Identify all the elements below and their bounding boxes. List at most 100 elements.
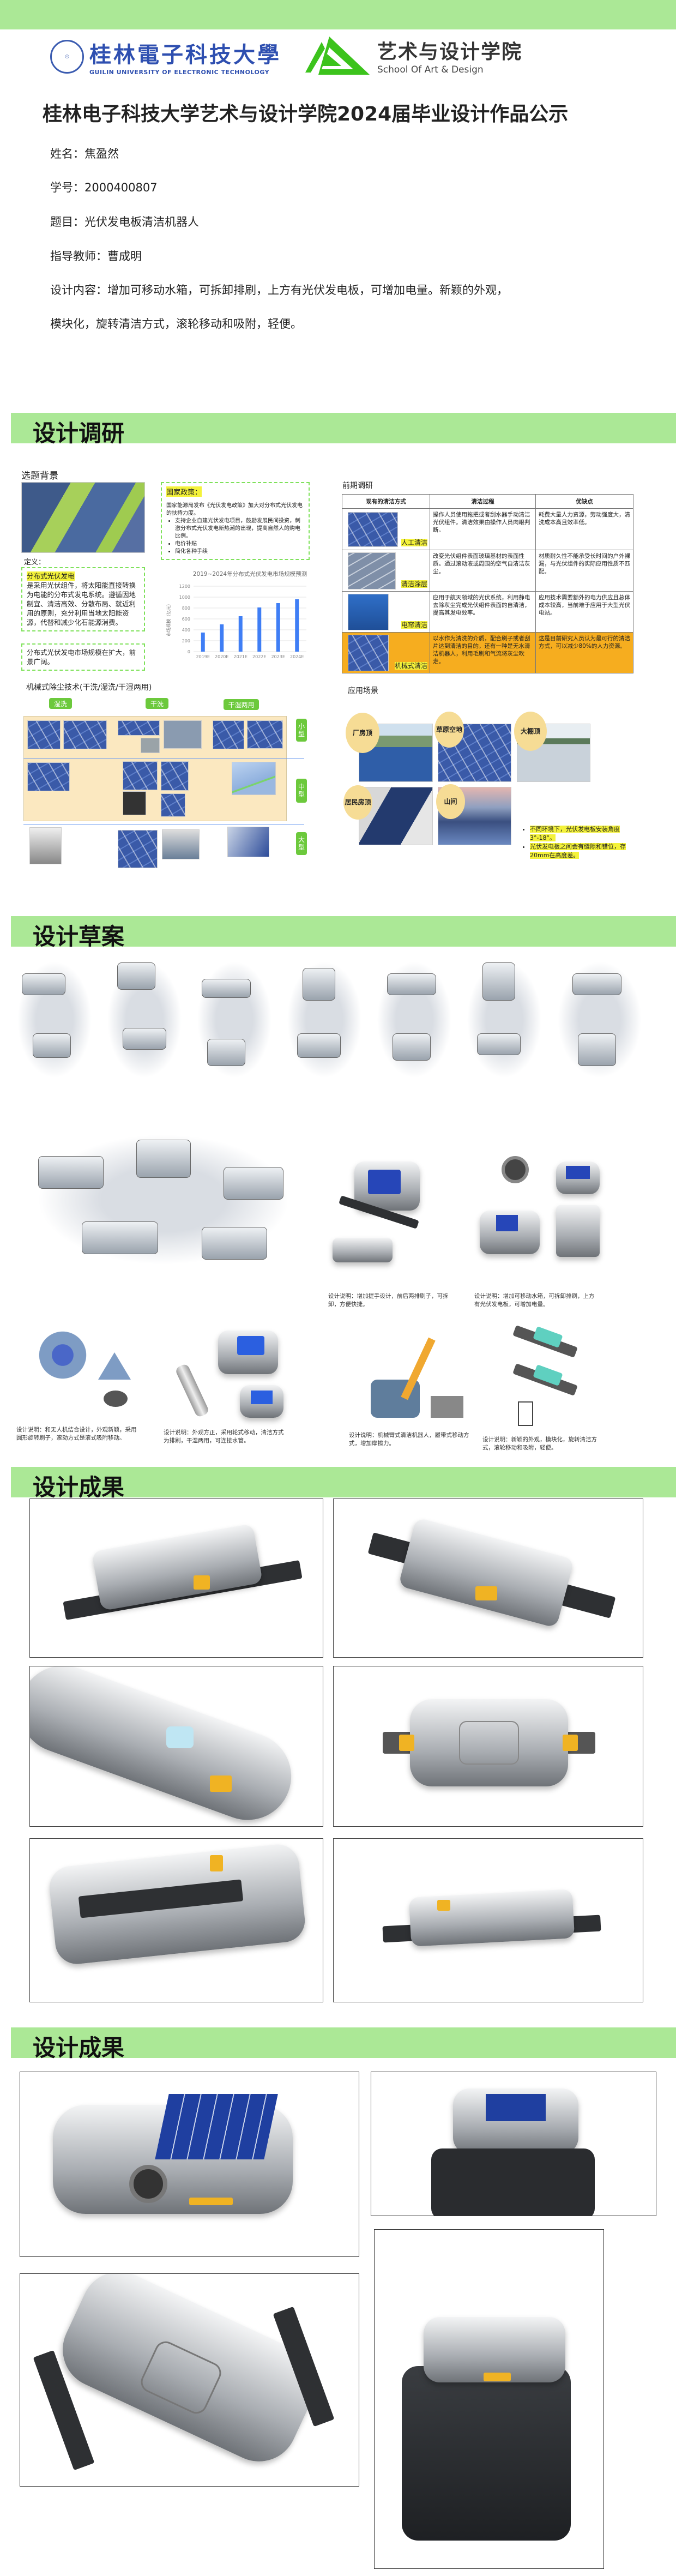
size-tag-small: 小型	[296, 719, 307, 742]
pros-cons-cell: 材质耐久性不能承受长时间的户外裸漏，与光伏组件的实际应用性质不匹配。	[535, 550, 633, 592]
table-header-row: 现有的清洁方式 清洁过程 优缺点	[342, 494, 633, 509]
scene-note: 不同环境下，光伏发电板安装角度3°-18°。	[530, 826, 620, 841]
render-view	[29, 1838, 323, 2002]
robot-photo	[118, 720, 160, 736]
pros-cons-cell: 耗费大量人力资源，劳动强度大，清洗成本高且效率低。	[535, 508, 633, 550]
y-tick-label: 600	[182, 617, 190, 622]
student-id: 学号：2000400807	[50, 181, 158, 194]
chart-title: 2019~2024年分布式光伏发电市场规模预测	[193, 570, 307, 577]
scene-title: 应用场景	[348, 687, 378, 695]
market-size-chart: 2019~2024年分布式光伏发电市场规模预测市场规模（亿元）020040060…	[166, 570, 307, 659]
method-label: 机械式清洁	[394, 662, 427, 670]
x-tick-label: 2024E	[290, 654, 304, 659]
page-title: 桂林电子科技大学艺术与设计学院2024届毕业设计作品公示	[43, 103, 569, 125]
process-cell: 应用于航天领域的光伏系统，利用静电去除灰尘完成光伏组件表面的自清洁，提高其发电效…	[430, 591, 536, 633]
school-name-en: School Of Art & Design	[377, 64, 484, 75]
sketch-cluster	[16, 1123, 311, 1276]
robot-photo	[27, 720, 61, 749]
method-label: 电帘清洁	[401, 621, 427, 629]
university-logo: ◎ 桂林電子科技大學 GUILIN UNIVERSITY OF ELECTRON…	[50, 37, 281, 76]
policy-bullet: 简化各种手续	[175, 548, 304, 556]
process-cell: 以水作为清洗的介质，配合刷子或者刮片达到清洁的目的。还有一种是无水清洁机器人，利…	[430, 632, 536, 673]
sketch-wheeled	[174, 1314, 300, 1421]
method-label: 清洁涂层	[401, 580, 427, 588]
render-view	[20, 2072, 359, 2257]
bar	[276, 603, 280, 652]
mechanical-title: 机械式除尘技术(干洗/湿洗/干湿两用)	[26, 683, 152, 692]
robot-photo	[63, 720, 107, 749]
sketch-caption: 设计说明：外观方正，采用轮式移动，清洁方式为排刷，干湿两用，可连接水管。	[164, 1429, 284, 1444]
section-banner-research: 设计调研	[11, 413, 676, 447]
scene-label: 大棚顶	[514, 712, 547, 751]
policy-intro: 国家能源局发布《光伏发电政策》加大对分布式光伏发电的扶持力度。	[166, 503, 303, 516]
robot-photo	[247, 720, 283, 749]
student-name: 姓名：焦盈然	[50, 147, 119, 160]
policy-box: 国家政策： 国家能源局发布《光伏发电政策》加大对分布式光伏发电的扶持力度。 支持…	[161, 482, 310, 560]
advisor: 指导教师：曹成明	[50, 250, 142, 263]
university-name-cn: 桂林電子科技大學	[89, 42, 281, 68]
top-band	[0, 0, 676, 29]
section-banner-draft: 设计草案	[11, 916, 676, 950]
robot-photo	[123, 761, 158, 790]
render-view	[29, 1666, 323, 1827]
sketch-caption: 设计说明：增加提手设计，前后两排刷子，可拆卸，方便快捷。	[328, 1293, 449, 1308]
section-title: 设计草案	[33, 923, 125, 950]
y-tick-label: 1000	[179, 595, 190, 600]
definition-label: 定义：	[24, 558, 46, 567]
robot-photo	[118, 830, 158, 868]
project-topic: 题目：光伏发电板清洁机器人	[50, 215, 199, 228]
electric-curtain-photo	[348, 594, 389, 630]
robot-photo	[162, 829, 200, 859]
sketch-row-1	[11, 952, 665, 1093]
y-tick-label: 200	[182, 639, 190, 643]
method-label: 人工清洁	[401, 539, 427, 546]
sketch	[281, 952, 368, 1088]
column-tag-dry: 干洗	[146, 698, 168, 709]
column-tag-wet: 湿洗	[49, 698, 72, 709]
x-tick-label: 2021E	[234, 654, 248, 659]
bar	[238, 616, 243, 652]
x-tick-label: 2020E	[215, 654, 228, 659]
section-title: 设计成果	[33, 1474, 125, 1501]
sketch-modular	[491, 1314, 616, 1429]
chart-y-label: 市场规模（亿元）	[166, 601, 171, 636]
robot-photo	[227, 827, 269, 857]
bar	[220, 624, 224, 652]
bar	[201, 633, 205, 652]
robot-photo	[232, 762, 276, 795]
robot-photo	[213, 720, 244, 749]
school-name-cn: 艺术与设计学院	[377, 41, 523, 63]
sketch-caption: 设计说明：新颖的外观，模块化，旋转清洁方式，滚轮移动和吸附，轻便。	[482, 1436, 597, 1451]
render-view	[333, 1498, 643, 1658]
column-header: 清洁过程	[430, 494, 536, 509]
table-row: 人工清洁 操作人员使用拖把或者刮水器手动清洁光伏组件。清洁效果由操作人员肉眼判断…	[342, 508, 633, 550]
render-view	[333, 1838, 643, 2002]
section-banner-result-2: 设计成果	[11, 2027, 676, 2061]
design-content-line1: 设计内容：增加可移动水箱，可拆卸排刷，上方有光伏发电板，可增加电量。新颖的外观，	[50, 284, 508, 297]
table-row: 电帘清洁 应用于航天领域的光伏系统，利用静电去除灰尘完成光伏组件表面的自清洁，提…	[342, 591, 633, 633]
x-tick-label: 2019E	[196, 654, 210, 659]
university-seal-icon: ◎	[50, 39, 84, 74]
render-view	[374, 2229, 604, 2569]
prior-research-title: 前期调研	[342, 482, 373, 490]
sketch-colored	[327, 1151, 463, 1276]
render-view	[20, 2273, 359, 2487]
robot-photo	[29, 827, 62, 864]
policy-title: 国家政策：	[166, 486, 202, 497]
section-title: 设计成果	[33, 2035, 125, 2061]
sketch	[371, 952, 458, 1088]
size-tag-medium: 中型	[296, 779, 307, 803]
table-row: 清洁涂层 改变光伏组件表面玻璃基材的表面性质。通过滚动液或周围的空气自清洁灰尘。…	[342, 550, 633, 592]
y-tick-label: 1200	[179, 584, 190, 589]
render-view	[29, 1498, 323, 1658]
process-cell: 操作人员使用拖把或者刮水器手动清洁光伏组件。清洁效果由操作人员肉眼判断。	[430, 508, 536, 550]
pros-cons-cell: 这是目前研究人员认为最可行的清洁方式，可以减少80%的人力资源。	[535, 632, 633, 673]
size-tag-large: 大型	[296, 832, 307, 855]
section-banner-result-1: 设计成果	[11, 1467, 676, 1501]
scene-label: 山间	[436, 784, 465, 819]
policy-bullet: 支持企业自建光伏发电项目，鼓励发展民间投资，刺激分布式光伏发电新热潮的出现，提高…	[175, 517, 304, 540]
policy-bullet: 电价补贴	[175, 540, 304, 548]
solar-field-photo	[21, 482, 145, 553]
section-title: 设计调研	[33, 420, 125, 447]
sketch	[11, 952, 98, 1088]
